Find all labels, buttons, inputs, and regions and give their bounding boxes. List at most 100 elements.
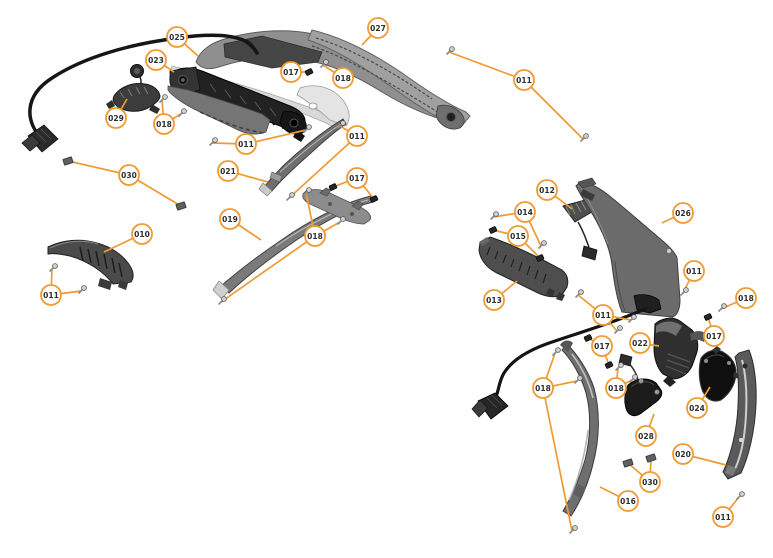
callout-circle[interactable] bbox=[40, 284, 62, 306]
callout-029[interactable]: 029 bbox=[105, 107, 127, 129]
callout-018[interactable]: 018 bbox=[153, 113, 175, 135]
callout-030[interactable]: 030 bbox=[639, 471, 661, 493]
callout-017[interactable]: 017 bbox=[591, 335, 613, 357]
rail-end-cap-hole bbox=[446, 112, 456, 122]
callout-circle[interactable] bbox=[145, 49, 167, 71]
duct-notch-2 bbox=[556, 292, 565, 301]
callout-010[interactable]: 010 bbox=[131, 223, 153, 245]
callout-018[interactable]: 018 bbox=[304, 225, 326, 247]
callout-circle[interactable] bbox=[532, 377, 554, 399]
callout-020[interactable]: 020 bbox=[672, 443, 694, 465]
callout-circle[interactable] bbox=[217, 160, 239, 182]
callout-label: 019 bbox=[222, 215, 238, 224]
callout-label: 011 bbox=[349, 132, 365, 141]
callout-011[interactable]: 011 bbox=[592, 304, 614, 326]
callout-021[interactable]: 021 bbox=[217, 160, 239, 182]
callout-circle[interactable] bbox=[703, 325, 725, 347]
callout-017[interactable]: 017 bbox=[703, 325, 725, 347]
part-support-panel bbox=[167, 85, 271, 135]
callout-019[interactable]: 019 bbox=[219, 208, 241, 230]
callout-018[interactable]: 018 bbox=[605, 377, 627, 399]
callout-011[interactable]: 011 bbox=[346, 125, 368, 147]
callout-024[interactable]: 024 bbox=[686, 397, 708, 419]
callout-circle[interactable] bbox=[346, 125, 368, 147]
callout-circle[interactable] bbox=[483, 289, 505, 311]
callout-011[interactable]: 011 bbox=[513, 69, 535, 91]
callout-circle[interactable] bbox=[514, 201, 536, 223]
callout-label: 029 bbox=[108, 114, 124, 123]
callout-circle[interactable] bbox=[672, 202, 694, 224]
callout-018[interactable]: 018 bbox=[735, 287, 757, 309]
callout-025[interactable]: 025 bbox=[166, 26, 188, 48]
callout-018[interactable]: 018 bbox=[532, 377, 554, 399]
callout-016[interactable]: 016 bbox=[617, 490, 639, 512]
callout-circle[interactable] bbox=[219, 208, 241, 230]
callout-circle[interactable] bbox=[592, 304, 614, 326]
callout-circle[interactable] bbox=[367, 17, 389, 39]
strip-020-hole-top bbox=[742, 363, 748, 369]
callout-circle[interactable] bbox=[735, 287, 757, 309]
callout-011[interactable]: 011 bbox=[235, 133, 257, 155]
callout-circle[interactable] bbox=[629, 332, 651, 354]
pad-glyph bbox=[622, 458, 634, 468]
callout-011[interactable]: 011 bbox=[40, 284, 62, 306]
part-025-cable bbox=[28, 33, 259, 143]
callout-label: 017 bbox=[349, 174, 365, 183]
callout-030[interactable]: 030 bbox=[118, 164, 140, 186]
callout-circle[interactable] bbox=[235, 133, 257, 155]
callout-014[interactable]: 014 bbox=[514, 201, 536, 223]
callout-label: 011 bbox=[43, 291, 59, 300]
callout-circle[interactable] bbox=[536, 179, 558, 201]
latch-bracket bbox=[656, 321, 682, 336]
callout-023[interactable]: 023 bbox=[145, 49, 167, 71]
callout-013[interactable]: 013 bbox=[483, 289, 505, 311]
grille-010-top-edge bbox=[49, 240, 99, 249]
leader-line bbox=[448, 51, 525, 81]
right-cable-ribs bbox=[486, 394, 503, 409]
screw-glyph bbox=[285, 192, 295, 202]
callout-011[interactable]: 011 bbox=[683, 260, 705, 282]
screw-glyph bbox=[573, 375, 583, 385]
callout-circle[interactable] bbox=[105, 107, 127, 129]
callout-circle[interactable] bbox=[686, 397, 708, 419]
callout-circle[interactable] bbox=[672, 443, 694, 465]
callout-circle[interactable] bbox=[605, 377, 627, 399]
callout-011[interactable]: 011 bbox=[712, 506, 734, 528]
part-024-corner-panel bbox=[698, 349, 737, 402]
callout-label: 026 bbox=[675, 209, 691, 218]
callout-circle[interactable] bbox=[131, 223, 153, 245]
callout-018[interactable]: 018 bbox=[332, 67, 354, 89]
callout-circle[interactable] bbox=[166, 26, 188, 48]
callout-circle[interactable] bbox=[507, 225, 529, 247]
callout-circle[interactable] bbox=[304, 225, 326, 247]
callout-017[interactable]: 017 bbox=[280, 61, 302, 83]
pad-glyph bbox=[62, 156, 74, 166]
callout-label: 018 bbox=[307, 232, 323, 241]
callout-015[interactable]: 015 bbox=[507, 225, 529, 247]
callout-circle[interactable] bbox=[513, 69, 535, 91]
callout-circle[interactable] bbox=[332, 67, 354, 89]
callout-028[interactable]: 028 bbox=[635, 425, 657, 447]
clip-glyph bbox=[304, 68, 314, 76]
callout-026[interactable]: 026 bbox=[672, 202, 694, 224]
pad-glyph bbox=[645, 453, 657, 463]
callout-circle[interactable] bbox=[153, 113, 175, 135]
panel-026-slot bbox=[580, 189, 595, 201]
callout-circle[interactable] bbox=[617, 490, 639, 512]
callout-circle[interactable] bbox=[346, 167, 368, 189]
callout-012[interactable]: 012 bbox=[536, 179, 558, 201]
callout-022[interactable]: 022 bbox=[629, 332, 651, 354]
callout-circle[interactable] bbox=[712, 506, 734, 528]
callout-circle[interactable] bbox=[591, 335, 613, 357]
callout-017[interactable]: 017 bbox=[346, 167, 368, 189]
callout-circle[interactable] bbox=[280, 61, 302, 83]
leader-line bbox=[288, 135, 358, 199]
callout-circle[interactable] bbox=[683, 260, 705, 282]
callout-circle[interactable] bbox=[639, 471, 661, 493]
callout-circle[interactable] bbox=[118, 164, 140, 186]
corner-panel-tab bbox=[712, 346, 721, 354]
callout-027[interactable]: 027 bbox=[367, 17, 389, 39]
callout-circle[interactable] bbox=[635, 425, 657, 447]
rail-teeth-row-2 bbox=[311, 45, 453, 122]
strip-020-hole-bottom bbox=[739, 438, 743, 442]
